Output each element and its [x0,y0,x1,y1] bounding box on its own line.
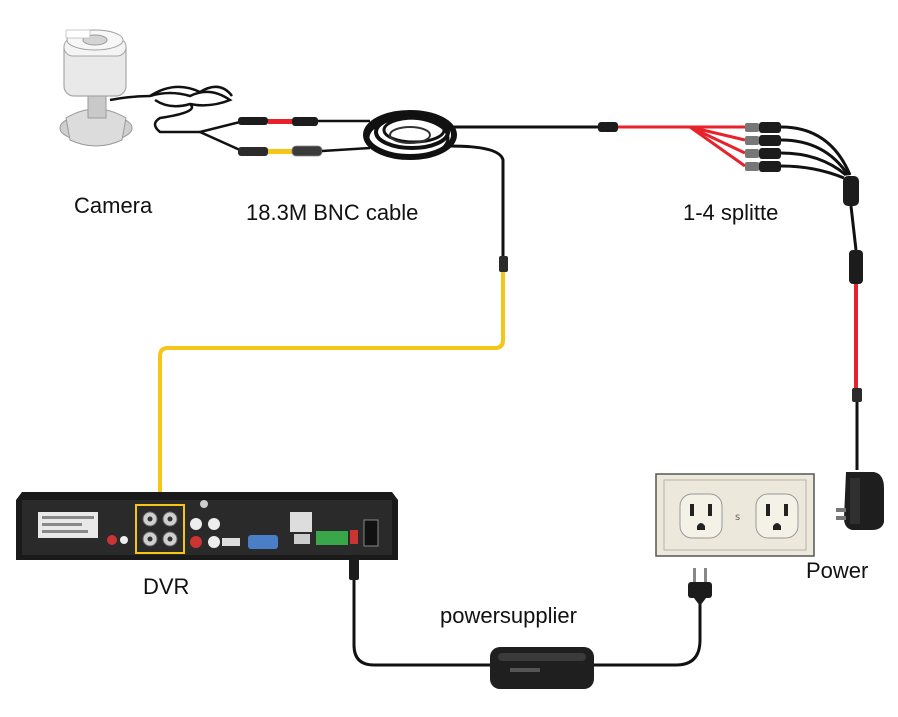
power-supplier-label: powersupplier [440,603,577,628]
power-brick-icon [490,647,594,689]
camera-connectors [238,117,323,157]
power-line-to-splitter [454,122,690,132]
wall-plug-icon [688,568,712,606]
splitter-label: 1-4 splitte [683,200,779,225]
power-line-to-adapter [849,205,863,470]
cable-coil-icon [363,110,457,160]
dvr-icon [16,492,398,560]
video-line-to-dvr [158,144,508,520]
camera-pigtail-cable [109,85,241,152]
power-adapter-icon [836,472,884,530]
dvr-label: DVR [143,574,190,599]
power-supply-cable [352,560,702,667]
bnc-cable-ends [318,119,371,153]
bnc-cable-label: 18.3M BNC cable [246,200,419,225]
dc-plug [349,558,359,580]
svg-text:s: s [735,512,740,523]
camera-icon [59,29,133,147]
camera-label: Camera [74,193,153,218]
wall-outlet-icon: s [655,473,815,557]
splitter-icon [689,122,859,206]
power-label: Power [806,558,869,583]
